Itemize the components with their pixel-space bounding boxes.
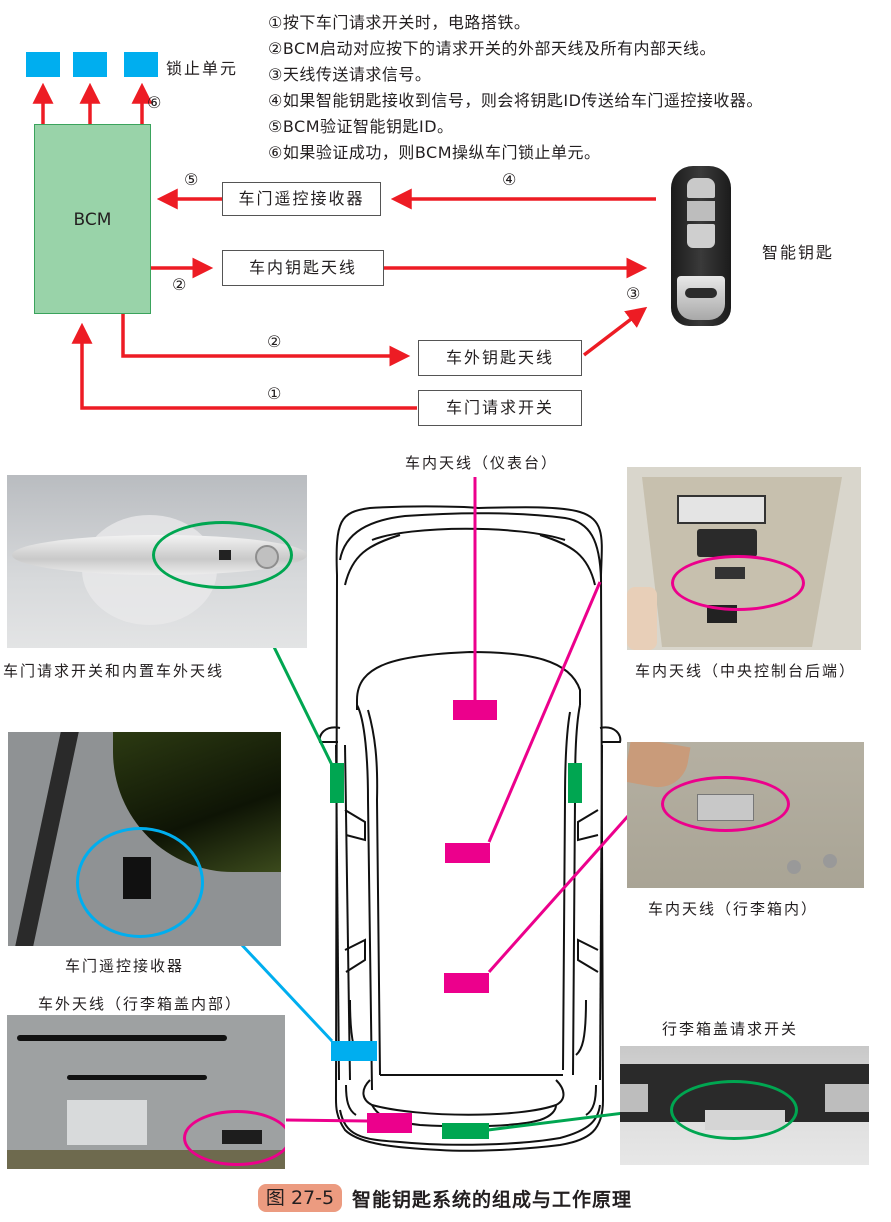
trunk-lid-antenna-label: 车外天线（行李箱盖内部） [38, 995, 243, 1013]
marker-door-handle-right [568, 763, 582, 803]
trunk-switch-photo [620, 1046, 869, 1165]
figure-number-badge: 图 27-5 [258, 1184, 342, 1212]
trunk-switch-label: 行李箱盖请求开关 [662, 1020, 799, 1038]
step-4: ④如果智能钥匙接收到信号，则会将钥匙ID传送给车门遥控接收器。 [268, 91, 763, 110]
marker-step-3: ③ [626, 284, 641, 303]
door-handle-label: 车门请求开关和内置车外天线 [3, 662, 225, 680]
lock-unit-3 [124, 52, 158, 77]
marker-trunk-antenna [444, 973, 489, 993]
bcm-block: BCM [34, 124, 151, 314]
unlock-button-icon [687, 224, 715, 248]
trunk-antenna-photo [627, 742, 864, 888]
trunk-lid-photo [7, 1015, 285, 1169]
trunk-antenna-label: 车内天线（行李箱内） [648, 900, 819, 918]
lock-unit-label: 锁止单元 [166, 59, 239, 78]
component-markers [330, 700, 582, 1139]
lock-arrows [32, 82, 153, 124]
connector-console-antenna [487, 581, 602, 843]
outer-antenna-box: 车外钥匙天线 [418, 340, 582, 376]
bcm-label: BCM [73, 210, 112, 230]
marker-trunk-switch [442, 1123, 489, 1139]
marker-step-2b: ② [267, 332, 282, 351]
arrow-switch-to-bcm [71, 322, 417, 410]
marker-step-6: ⑥ [147, 93, 162, 112]
lock-unit-1 [26, 52, 60, 77]
door-receiver-photo [8, 732, 281, 946]
highlight-ellipse [670, 1080, 798, 1140]
marker-step-5: ⑤ [184, 170, 199, 189]
lock-button-icon [687, 178, 715, 198]
inner-antenna-box: 车内钥匙天线 [222, 250, 384, 286]
dashboard-antenna-label: 车内天线（仪表台） [405, 454, 559, 472]
step-3: ③天线传送请求信号。 [268, 65, 432, 84]
highlight-ellipse [661, 776, 790, 832]
marker-console-antenna [445, 843, 490, 863]
marker-step-1: ① [267, 384, 282, 403]
highlight-ellipse [671, 555, 805, 611]
marker-door-handle-left [330, 763, 344, 803]
request-switch-box: 车门请求开关 [418, 390, 582, 426]
door-receiver-label: 车门遥控接收器 [65, 957, 185, 975]
marker-step-2a: ② [172, 275, 187, 294]
step-2: ②BCM启动对应按下的请求开关的外部天线及所有内部天线。 [268, 39, 717, 58]
figure-caption: 智能钥匙系统的组成与工作原理 [352, 1189, 633, 1211]
step-6: ⑥如果验证成功，则BCM操纵车门锁止单元。 [268, 143, 601, 162]
smart-key-fob [671, 166, 731, 326]
console-antenna-label: 车内天线（中央控制台后端） [635, 662, 857, 680]
arrow-bcm-to-outer-antenna [121, 314, 411, 367]
arrow-outer-antenna-to-key [582, 306, 648, 357]
highlight-ellipse [76, 827, 204, 938]
smart-key-label: 智能钥匙 [762, 243, 835, 262]
connector-trunk-antenna [487, 815, 630, 973]
receiver-box: 车门遥控接收器 [222, 182, 381, 216]
trunk-button-icon [687, 201, 715, 221]
step-1: ①按下车门请求开关时，电路搭铁。 [268, 13, 531, 32]
marker-door-receiver [331, 1041, 377, 1061]
step-5: ⑤BCM验证智能钥匙ID。 [268, 117, 454, 136]
highlight-ellipse [152, 521, 293, 589]
flow-arrows [71, 188, 656, 410]
lock-unit-2 [73, 52, 107, 77]
brand-rings-icon [685, 288, 717, 298]
connector-trunk-lid-antenna [285, 1118, 368, 1123]
door-handle-photo [7, 475, 307, 648]
console-antenna-photo [627, 467, 861, 650]
marker-trunk-lid-antenna [367, 1113, 412, 1133]
marker-step-4: ④ [502, 170, 517, 189]
marker-dashboard-antenna [453, 700, 497, 720]
highlight-ellipse [183, 1110, 285, 1166]
